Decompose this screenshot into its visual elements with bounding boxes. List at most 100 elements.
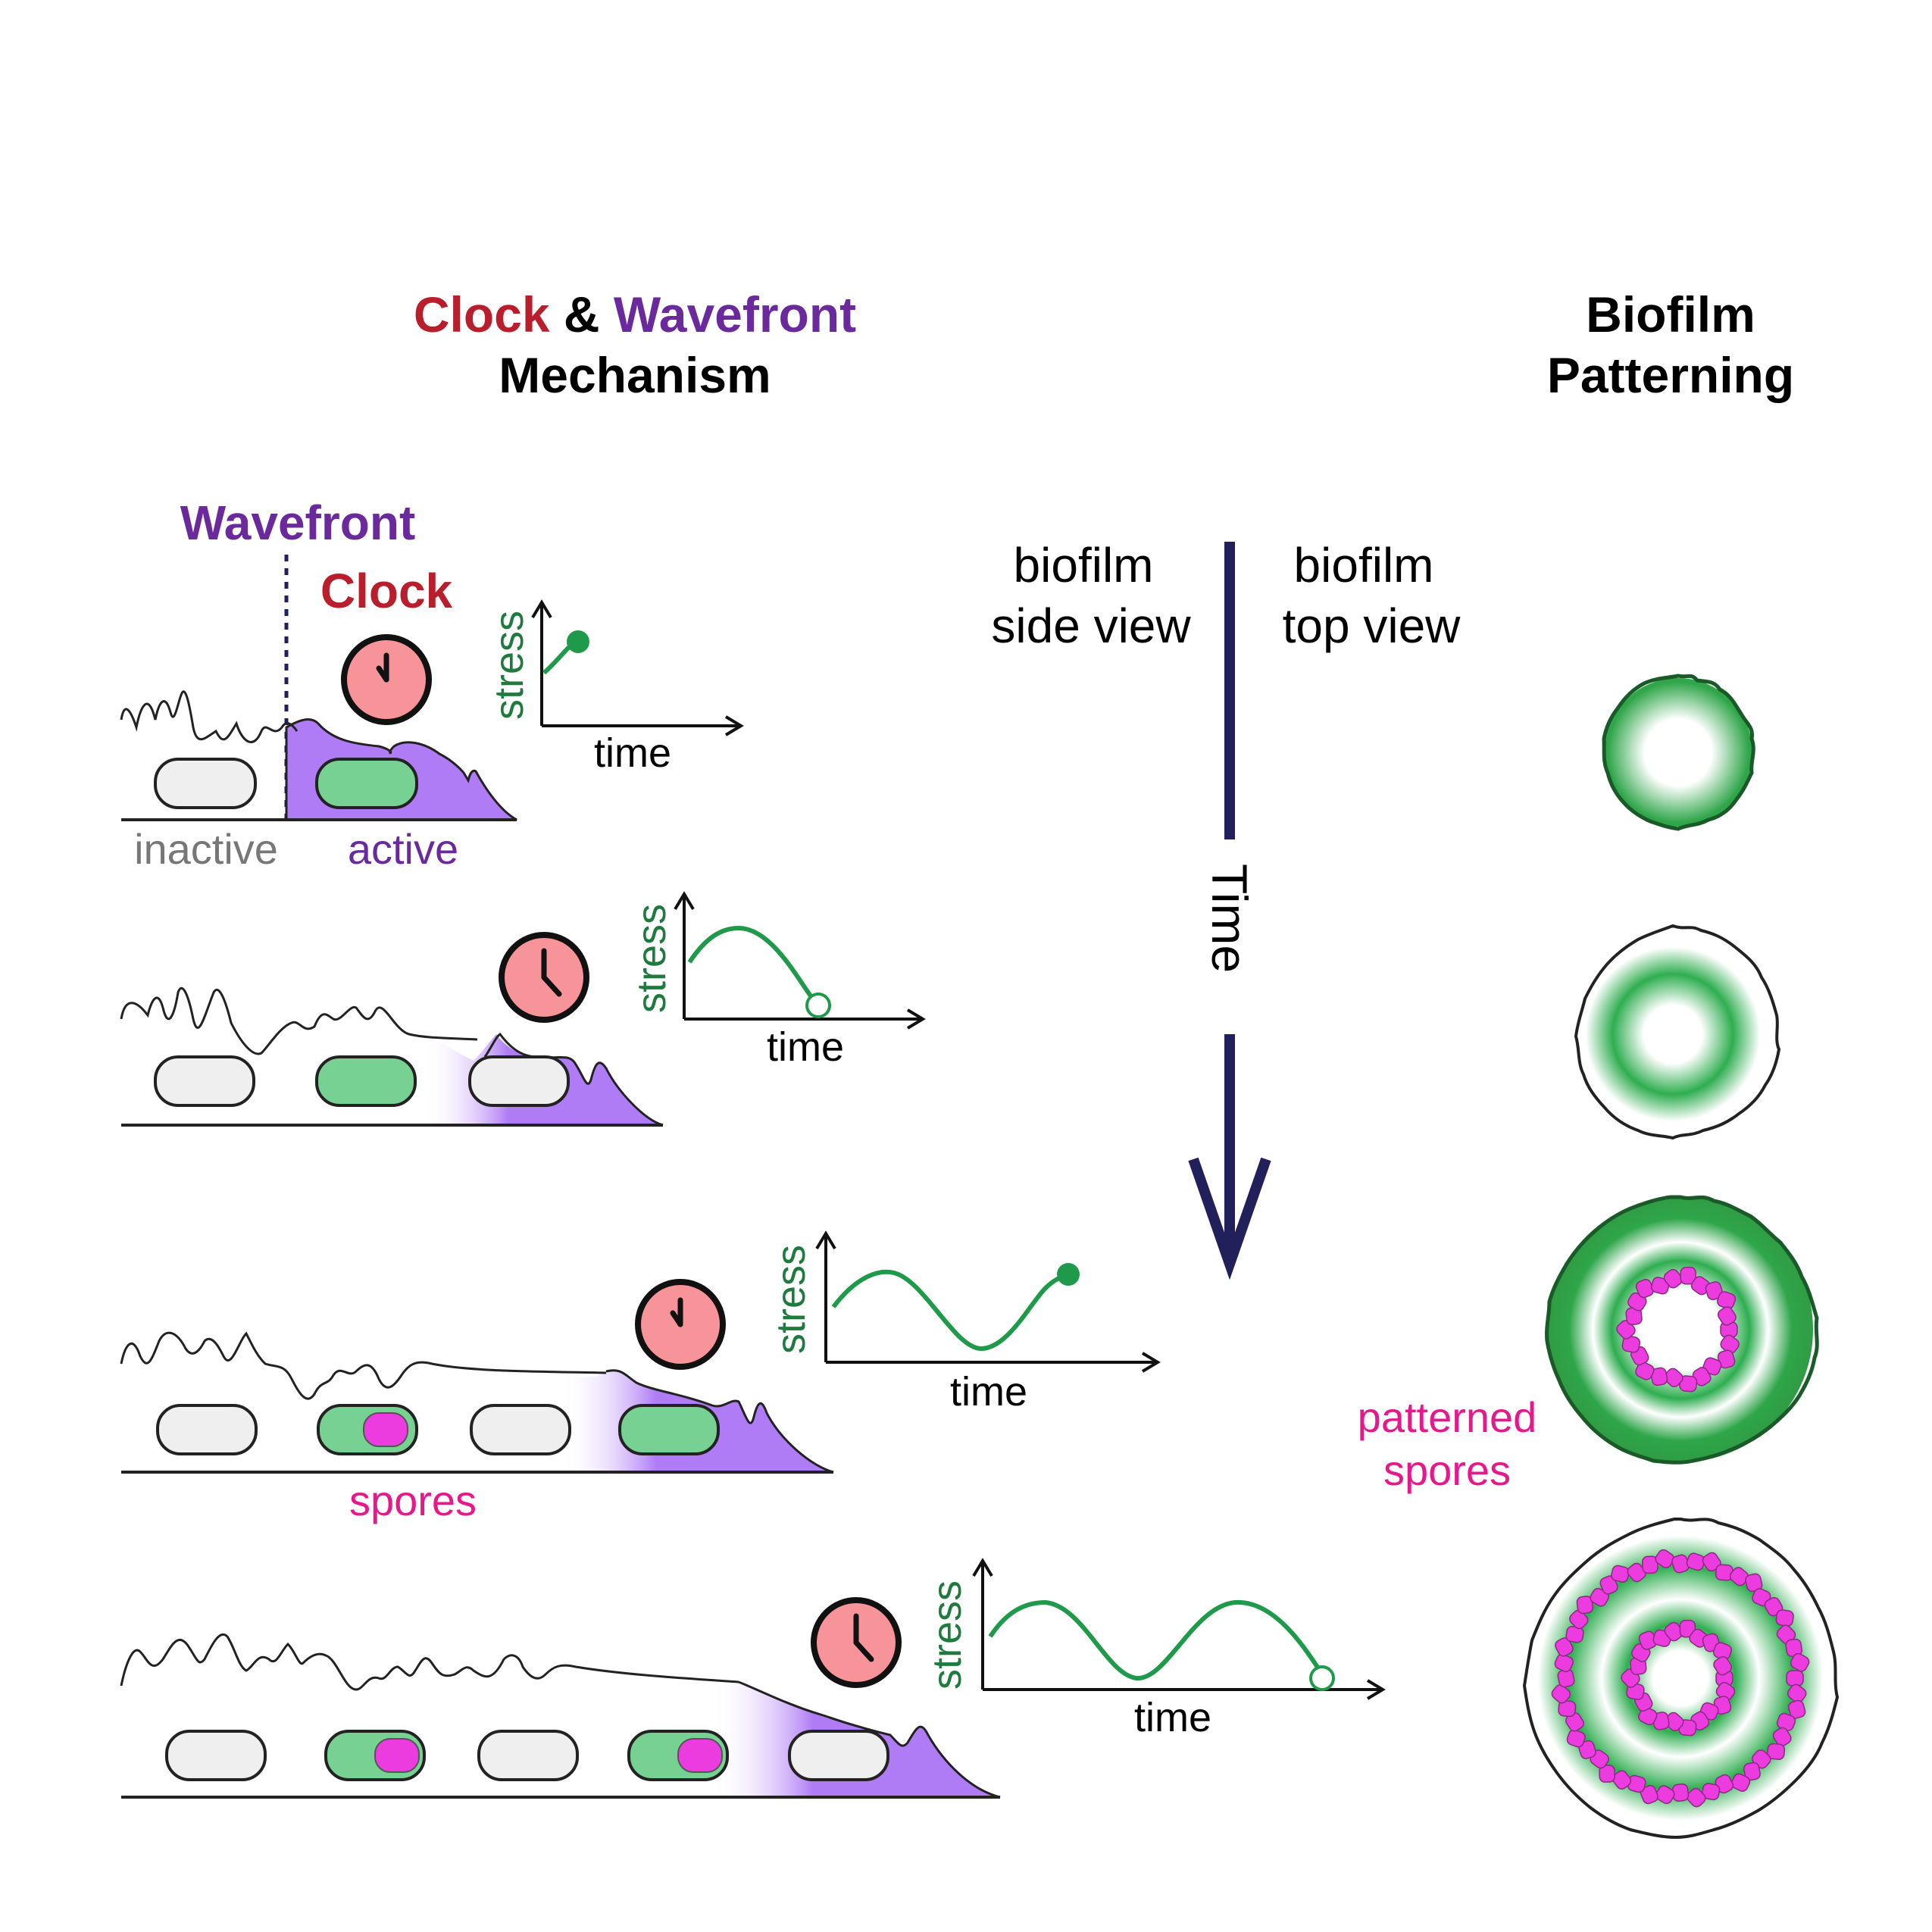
stress-plot-4: stress time <box>924 1558 1386 1740</box>
biofilm-outline <box>120 1331 607 1400</box>
spore <box>1558 1700 1577 1718</box>
cell-inactive <box>468 1055 570 1107</box>
biofilm-top-view-2 <box>1574 924 1781 1140</box>
spore <box>1578 1740 1596 1759</box>
biofilm-outline <box>120 1633 739 1691</box>
header-patterning: Patterning <box>1547 347 1794 403</box>
spore <box>1702 1357 1722 1376</box>
header-biofilm: Biofilm <box>1586 286 1755 342</box>
time-axis: biofilm side view biofilm top view Time <box>991 538 1462 1280</box>
spore <box>1642 1555 1658 1574</box>
spore <box>1651 1277 1670 1295</box>
spore <box>677 1738 723 1773</box>
stress-plot-3: stress time <box>768 1230 1161 1415</box>
stress-marker-open-2 <box>805 993 831 1018</box>
time-xlabel-2: time <box>767 1024 844 1070</box>
clock-icon <box>341 634 432 725</box>
spore <box>1787 1683 1807 1703</box>
side-view-label-1: biofilm <box>1014 538 1154 592</box>
cell-active <box>315 758 418 809</box>
panel-2: stress time <box>120 891 926 1127</box>
spore <box>1655 1785 1675 1805</box>
spore <box>1687 1787 1706 1808</box>
spore <box>1554 1653 1574 1672</box>
inactive-label: inactive <box>134 825 278 873</box>
spore <box>1555 1637 1574 1657</box>
stress-ylabel-3: stress <box>768 1245 814 1354</box>
active-label: active <box>348 825 458 873</box>
spore <box>1679 1619 1696 1638</box>
spore <box>1717 1291 1737 1310</box>
spore <box>1786 1670 1804 1687</box>
stress-marker-filled-3 <box>1057 1263 1080 1286</box>
spores-group <box>1551 1266 1810 1808</box>
top-view-label-2: top view <box>1283 599 1462 653</box>
spore <box>1767 1743 1786 1760</box>
spore <box>1717 1306 1737 1326</box>
spore <box>1680 1266 1697 1285</box>
spore <box>1599 1765 1616 1783</box>
cell-inactive <box>788 1730 889 1781</box>
cell-inactive <box>477 1730 579 1781</box>
time-xlabel-4: time <box>1134 1695 1211 1740</box>
spore <box>1650 1367 1668 1386</box>
panel-4: stress time <box>120 1558 1386 1799</box>
cell-inactive <box>154 1055 255 1107</box>
spore <box>363 1412 408 1447</box>
header-wavefront-word: Wavefront <box>614 286 856 342</box>
spore <box>1701 1783 1721 1801</box>
spore <box>1730 1773 1751 1792</box>
cell-inactive <box>470 1404 571 1455</box>
stress-marker-filled-1 <box>567 630 589 653</box>
cell-inactive <box>156 1404 258 1455</box>
spore <box>1635 1361 1655 1380</box>
header-amp: & <box>564 286 600 342</box>
patterned-spores-label-2: spores <box>1383 1446 1511 1494</box>
top-view-label-1: biofilm <box>1294 538 1434 592</box>
panel-1: Wavefront Clock inactive active stress t… <box>120 496 744 873</box>
side-view-label-2: side view <box>991 599 1191 653</box>
header-clock-word: Clock <box>414 286 550 342</box>
stress-marker-open-4 <box>1309 1665 1335 1691</box>
biofilm-outline <box>120 690 299 743</box>
spore <box>1566 1729 1586 1748</box>
spore <box>1612 1770 1632 1790</box>
stress-plot-2: stress time <box>629 891 926 1070</box>
spore <box>374 1738 420 1773</box>
spore <box>1576 1596 1594 1615</box>
spore <box>1664 1368 1683 1387</box>
biofilm-top-view-1 <box>1602 674 1755 831</box>
stress-ylabel-2: stress <box>629 904 674 1013</box>
header-mechanism: Mechanism <box>499 347 771 403</box>
spore <box>1640 1785 1658 1805</box>
spore <box>1772 1727 1792 1747</box>
spore <box>1743 1762 1761 1781</box>
patterned-spores-label-1: patterned <box>1358 1393 1537 1441</box>
spore <box>1705 1281 1724 1301</box>
spore <box>1569 1609 1589 1630</box>
biofilm-outline <box>120 986 478 1055</box>
spore <box>1611 1565 1630 1583</box>
spore <box>1790 1652 1810 1672</box>
spore <box>1655 1549 1674 1568</box>
spore <box>1621 1335 1641 1353</box>
header-clock-wavefront: Clock & Wavefront <box>414 286 856 342</box>
panel-3: spores stress time <box>120 1230 1161 1524</box>
spore <box>1638 1706 1658 1726</box>
spore <box>1663 1268 1683 1289</box>
spore <box>1713 1655 1733 1676</box>
cell-active <box>618 1404 720 1455</box>
time-arrow-head <box>1188 1157 1271 1280</box>
clock-label: Clock <box>320 564 453 618</box>
spore <box>1671 1783 1690 1802</box>
clock-icon <box>811 1597 902 1688</box>
biofilm-top-view-3 <box>1545 1195 1819 1465</box>
cell-inactive <box>165 1730 267 1781</box>
time-axis-label: Time <box>1202 864 1258 973</box>
spore <box>1599 1575 1618 1595</box>
spore <box>1787 1699 1806 1719</box>
stress-plot-1: stress time <box>486 599 744 776</box>
time-xlabel-1: time <box>594 730 671 776</box>
cell-inactive <box>154 758 257 809</box>
